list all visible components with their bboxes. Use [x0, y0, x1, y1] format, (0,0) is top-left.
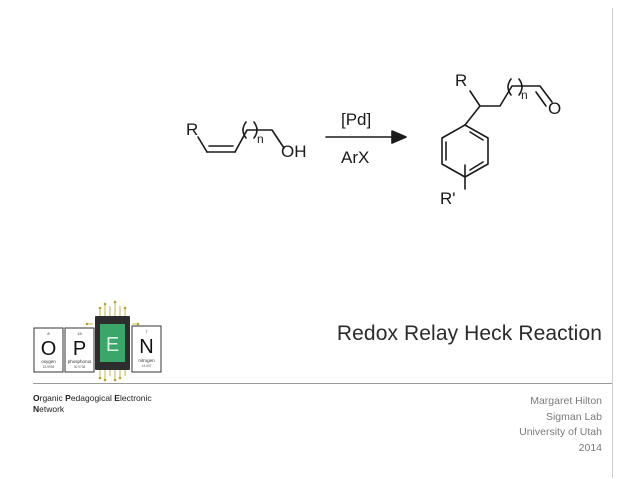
tile-symbol: E	[106, 334, 119, 356]
tile-number: 15	[77, 331, 82, 336]
tile-symbol: P	[73, 338, 86, 360]
aryl-ring-bond	[464, 105, 481, 126]
reactant-n-label: n	[257, 132, 264, 146]
tile-name: oxygen	[41, 359, 56, 364]
reactant-bond-r	[197, 136, 208, 153]
slide-title: Redox Relay Heck Reaction	[336, 322, 602, 345]
reagent-top-label: [Pd]	[341, 110, 371, 129]
organization-name: Organic Pedagogical Electronic Network	[33, 393, 152, 415]
reactant-oh-label: OH	[281, 142, 307, 161]
reactant-chain	[234, 129, 285, 153]
reactant-paren-right	[253, 121, 258, 139]
reactant-paren-left	[242, 121, 247, 139]
open-logo: 8 O oxygen 15.9994 15 P phosphorus 30.97…	[33, 300, 162, 382]
reaction-scheme: R n OH [Pd] ArX R n O R'	[186, 71, 561, 208]
benzene-inner-bonds	[445, 131, 484, 171]
credits: Margaret Hilton Sigman Lab University of…	[519, 394, 602, 456]
element-tile-oxygen: 8 O oxygen 15.9994	[33, 327, 64, 373]
reactant-r-label: R	[186, 120, 198, 139]
tile-name: phosphorus	[68, 359, 92, 364]
institution-name: University of Utah	[519, 426, 602, 438]
tile-symbol: N	[139, 336, 153, 358]
horizontal-divider	[33, 383, 612, 384]
organization-line-2: Network	[33, 404, 65, 414]
product-rprime-label: R'	[440, 189, 456, 208]
element-tile-nitrogen: 7 N nitrogen 14.007	[131, 325, 162, 373]
tile-number: 7	[145, 329, 148, 334]
reactant-double-bond	[206, 145, 236, 153]
tile-symbol: O	[41, 338, 57, 360]
tile-mass: 30.9738	[74, 365, 86, 369]
tile-number: 8	[47, 331, 50, 336]
product-r-label: R	[455, 71, 467, 90]
product-o-label: O	[548, 99, 561, 118]
author-name: Margaret Hilton	[530, 395, 602, 407]
product-paren-left	[507, 78, 512, 96]
product-carbonyl-double	[535, 91, 547, 107]
product-n-label: n	[521, 88, 528, 102]
reaction-arrow-head	[391, 130, 407, 144]
product-paren-right	[518, 78, 523, 96]
lab-name: Sigman Lab	[545, 410, 602, 423]
element-tile-e-chip: E	[95, 316, 130, 370]
element-tile-phosphorus: 15 P phosphorus 30.9738	[64, 327, 95, 373]
year: 2014	[578, 441, 602, 454]
tile-mass: 15.9994	[43, 365, 55, 369]
reagent-bottom-label: ArX	[341, 148, 369, 167]
tile-mass: 14.007	[142, 364, 152, 368]
product-chain	[469, 85, 553, 107]
tile-name: nitrogen	[138, 358, 155, 363]
vertical-divider	[612, 8, 613, 478]
organization-line-1: Organic Pedagogical Electronic	[33, 393, 152, 403]
